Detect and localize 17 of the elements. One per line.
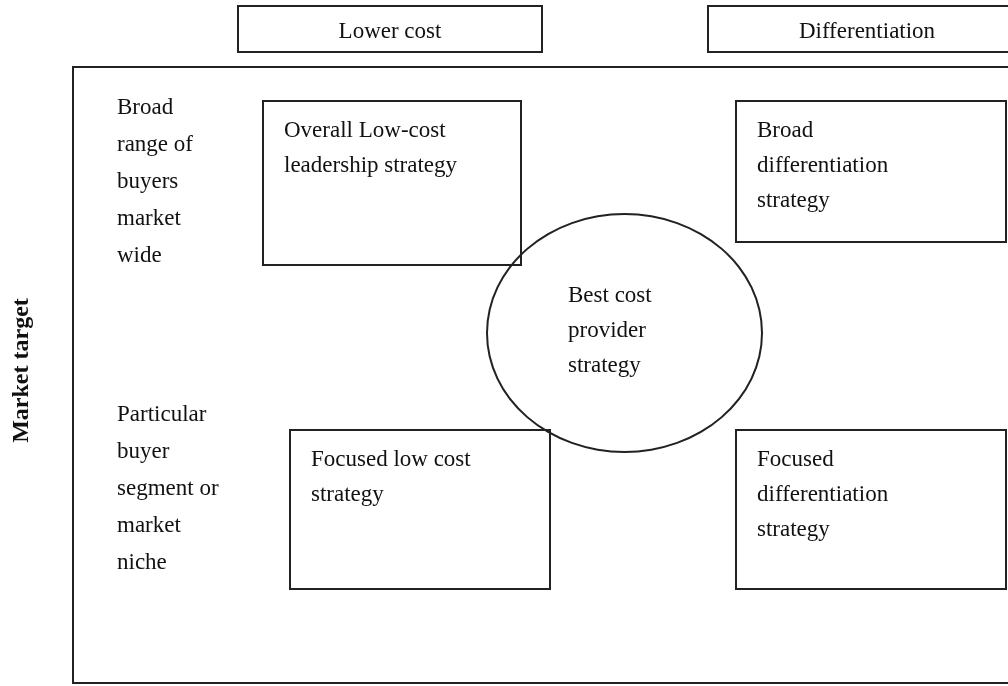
column-heading: Lower cost: [337, 17, 443, 45]
strategy-label: Broad differentiation strategy: [757, 116, 890, 214]
strategy-label: Best cost provider strategy: [568, 281, 653, 379]
strategy-box: [289, 429, 551, 590]
axis-title: Market target: [5, 297, 34, 445]
strategy-label: Focused differentiation strategy: [757, 445, 890, 543]
column-header-box: [707, 5, 1008, 53]
row-label: Particular buyer segment or market niche: [117, 400, 220, 576]
row-label: Broad range of buyers market wide: [117, 93, 194, 269]
strategy-label: Focused low cost strategy: [311, 445, 472, 508]
strategy-box: [262, 100, 522, 266]
strategy-box: [735, 100, 1007, 243]
column-heading: Differentiation: [797, 17, 937, 45]
matrix-frame: [72, 66, 1008, 684]
strategy-label: Overall Low-cost leadership strategy: [284, 116, 459, 179]
column-header-box: [237, 5, 543, 53]
strategy-box: [735, 429, 1007, 590]
